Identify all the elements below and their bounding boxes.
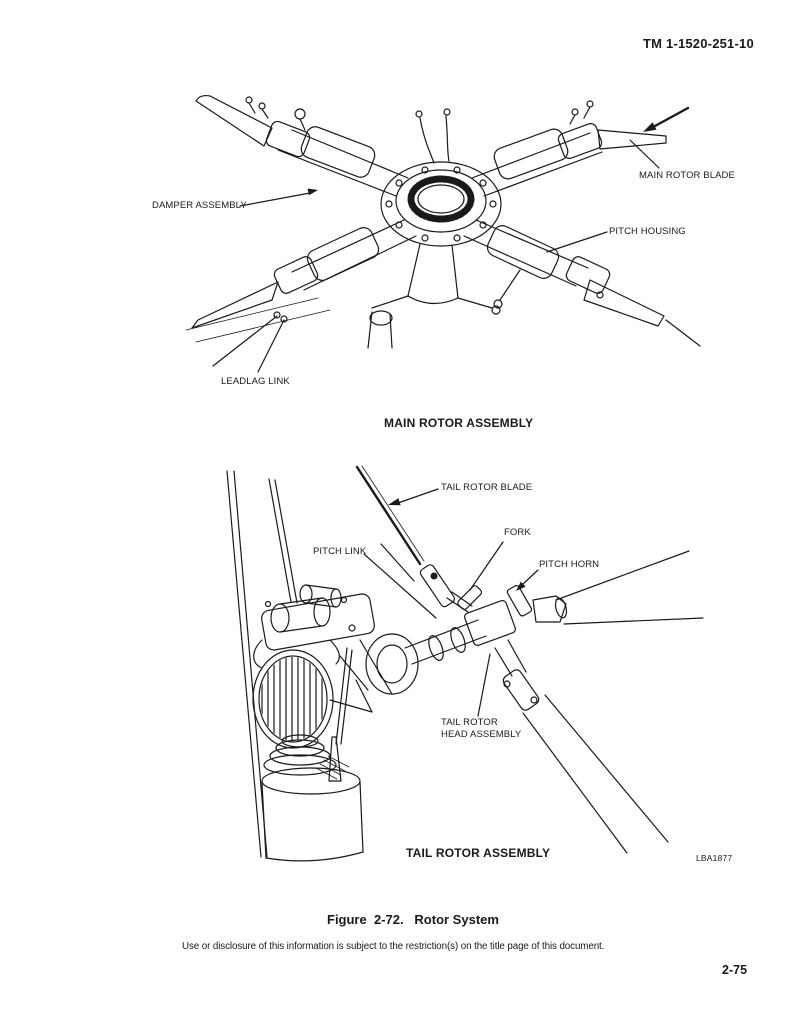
tail-rotor-blade-label: TAIL ROTOR BLADE: [441, 482, 533, 493]
main-rotor-blade-label: MAIN ROTOR BLADE: [639, 170, 735, 181]
fork-label: FORK: [504, 527, 531, 538]
main-rotor-blade-leader: [629, 139, 660, 169]
tail-rotor-assembly-title: TAIL ROTOR ASSEMBLY: [406, 846, 551, 860]
pitch-horn-label: PITCH HORN: [539, 559, 600, 570]
fork-leader: [469, 541, 504, 591]
pitch-link-label: PITCH LINK: [313, 546, 367, 557]
main-rotor-assembly-drawing: [185, 94, 701, 349]
leadlag-link-label: LEADLAG LINK: [221, 376, 290, 387]
pitch-horn-leader: [521, 569, 539, 586]
main-rotor-leader-lines: [212, 106, 690, 373]
tail-rotor-leader-lines: [363, 488, 539, 717]
pitch-horn-arrowhead: [516, 581, 526, 591]
damper-assembly-leader: [239, 192, 311, 207]
damper-assembly-arrowhead: [307, 188, 318, 196]
figure-caption: Figure 2-72. Rotor System: [327, 912, 499, 927]
pitch-housing-label: PITCH HOUSING: [609, 226, 686, 237]
pitch-housing-leader: [546, 231, 608, 253]
page-number: 2-75: [722, 963, 748, 977]
main-rotor-assembly-title: MAIN ROTOR ASSEMBLY: [384, 416, 534, 430]
tail-rotor-head-assembly-leader: [477, 653, 491, 717]
tm-number: TM 1-1520-251-10: [643, 36, 754, 51]
damper-assembly-label: DAMPER ASSEMBLY: [152, 200, 247, 211]
artwork-id: LBA1877: [696, 853, 733, 863]
main-rotor-blade-arrow-shaft: [653, 106, 690, 128]
leadlag-link-leader-2: [257, 319, 285, 373]
leadlag-link-leader-1: [212, 315, 278, 367]
tail-rotor-blade-leader: [397, 488, 439, 504]
tail-rotor-assembly-drawing: [226, 465, 704, 862]
tail-rotor-blade-arrowhead: [388, 498, 401, 506]
tail-rotor-head-assembly-label: TAIL ROTOR HEAD ASSEMBLY: [441, 717, 522, 740]
footer-notice: Use or disclosure of this information is…: [182, 941, 605, 952]
main-rotor-blade-arrowhead: [643, 122, 657, 132]
pitch-link-leader: [363, 553, 437, 619]
